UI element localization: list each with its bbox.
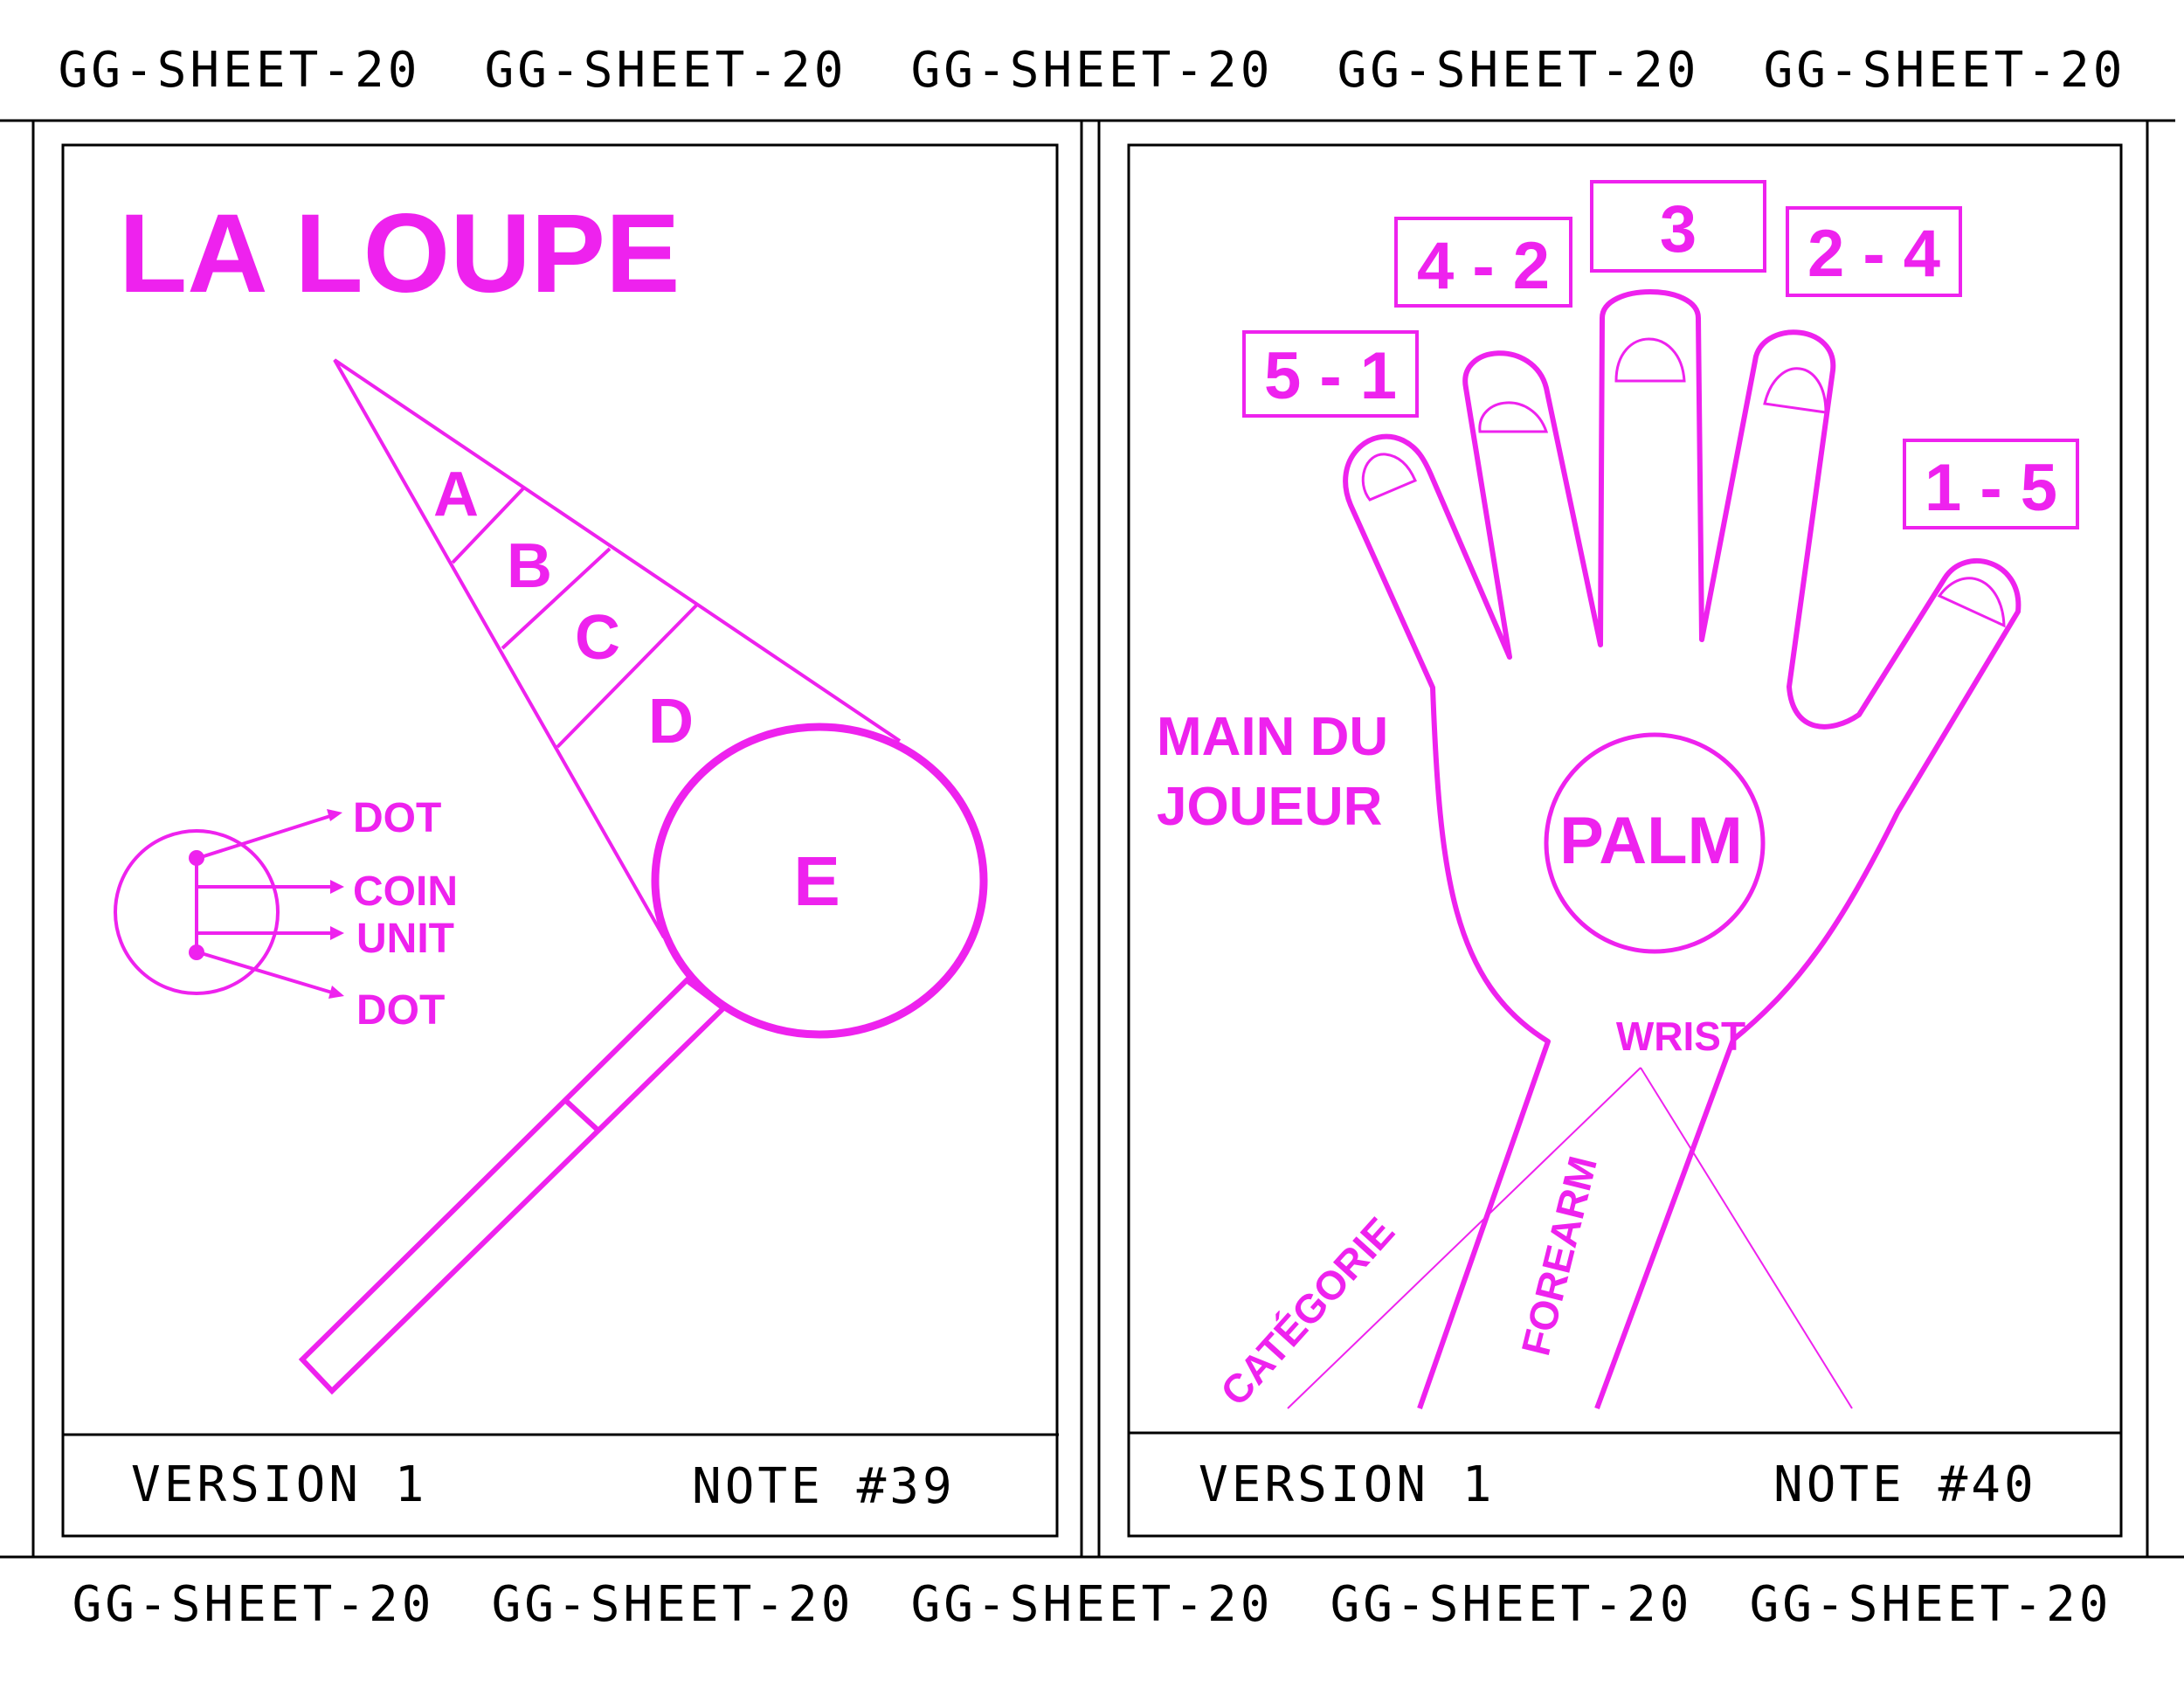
right-card-version: VERSION 1 — [1199, 1456, 1495, 1513]
legend-dot-bottom: DOT — [356, 987, 445, 1034]
finger-label-3: 3 — [1660, 192, 1697, 266]
right-card-note: NOTE #40 — [1773, 1456, 2037, 1513]
sheet-label: GG-SHEET-20 — [491, 1575, 854, 1633]
side-label-line1: MAIN DU — [1157, 707, 1388, 767]
bottom-sheet-strip: GG-SHEET-20 GG-SHEET-20 GG-SHEET-20 GG-S… — [0, 1552, 2184, 1657]
sheet-label: GG-SHEET-20 — [1337, 41, 1700, 99]
sheet-label: GG-SHEET-20 — [1749, 1575, 2112, 1633]
legend-arrowheads — [189, 809, 344, 999]
loupe-lens — [651, 723, 988, 1039]
legend-unit: UNIT — [356, 916, 454, 962]
category-pointer-lines — [1287, 1067, 1853, 1409]
left-card-title: LA LOUPE — [119, 191, 680, 316]
forearm-label: FOREARM — [1512, 1152, 1606, 1359]
legend-dot-top: DOT — [353, 795, 441, 841]
fingernails — [1361, 337, 2006, 628]
sheet-label: GG-SHEET-20 — [58, 41, 421, 99]
hand-outline — [1343, 289, 2022, 1410]
section-label-c: C — [575, 603, 620, 673]
finger-label-4-2: 4 - 2 — [1417, 229, 1550, 303]
palm-circle — [1544, 732, 1766, 954]
sheet-label: GG-SHEET-20 — [1330, 1575, 1693, 1633]
sheet-label: GG-SHEET-20 — [1763, 41, 2126, 99]
left-card-version: VERSION 1 — [131, 1456, 427, 1513]
left-card-note: NOTE #39 — [692, 1458, 956, 1515]
sheet-frame — [0, 119, 2184, 1559]
section-label-a: A — [433, 460, 479, 529]
left-card: LA LOUPE A B C D E — [61, 143, 1059, 1538]
loupe-cone — [333, 358, 902, 938]
category-label: CATÉGORIE — [1212, 1208, 1403, 1414]
finger-label-1-5: 1 - 5 — [1925, 451, 2057, 525]
legend-coin: COIN — [353, 868, 458, 915]
section-label-d: D — [648, 687, 694, 757]
wrist-label: WRIST — [1616, 1013, 1745, 1059]
finger-label-5-1: 5 - 1 — [1264, 339, 1397, 413]
coin-unit-diagram — [114, 814, 333, 995]
sheet-label: GG-SHEET-20 — [910, 1575, 1274, 1633]
side-label-line2: JOUEUR — [1157, 777, 1382, 837]
top-sheet-strip: GG-SHEET-20 GG-SHEET-20 GG-SHEET-20 GG-S… — [0, 17, 2184, 122]
sheet-label: GG-SHEET-20 — [484, 41, 847, 99]
finger-number-boxes — [1242, 180, 2079, 529]
section-label-b: B — [507, 531, 552, 601]
left-card-border — [61, 143, 1059, 1538]
right-card-border — [1127, 143, 2123, 1538]
palm-label: PALM — [1559, 804, 1743, 878]
finger-label-2-4: 2 - 4 — [1807, 217, 1940, 291]
sheet-label: GG-SHEET-20 — [72, 1575, 435, 1633]
loupe-handle — [298, 977, 728, 1395]
lens-label-e: E — [793, 842, 840, 920]
sheet-label: GG-SHEET-20 — [910, 41, 1274, 99]
right-card: 5 - 1 4 - 2 3 2 - 4 1 - 5 PALM MAIN DU J… — [1127, 143, 2123, 1538]
